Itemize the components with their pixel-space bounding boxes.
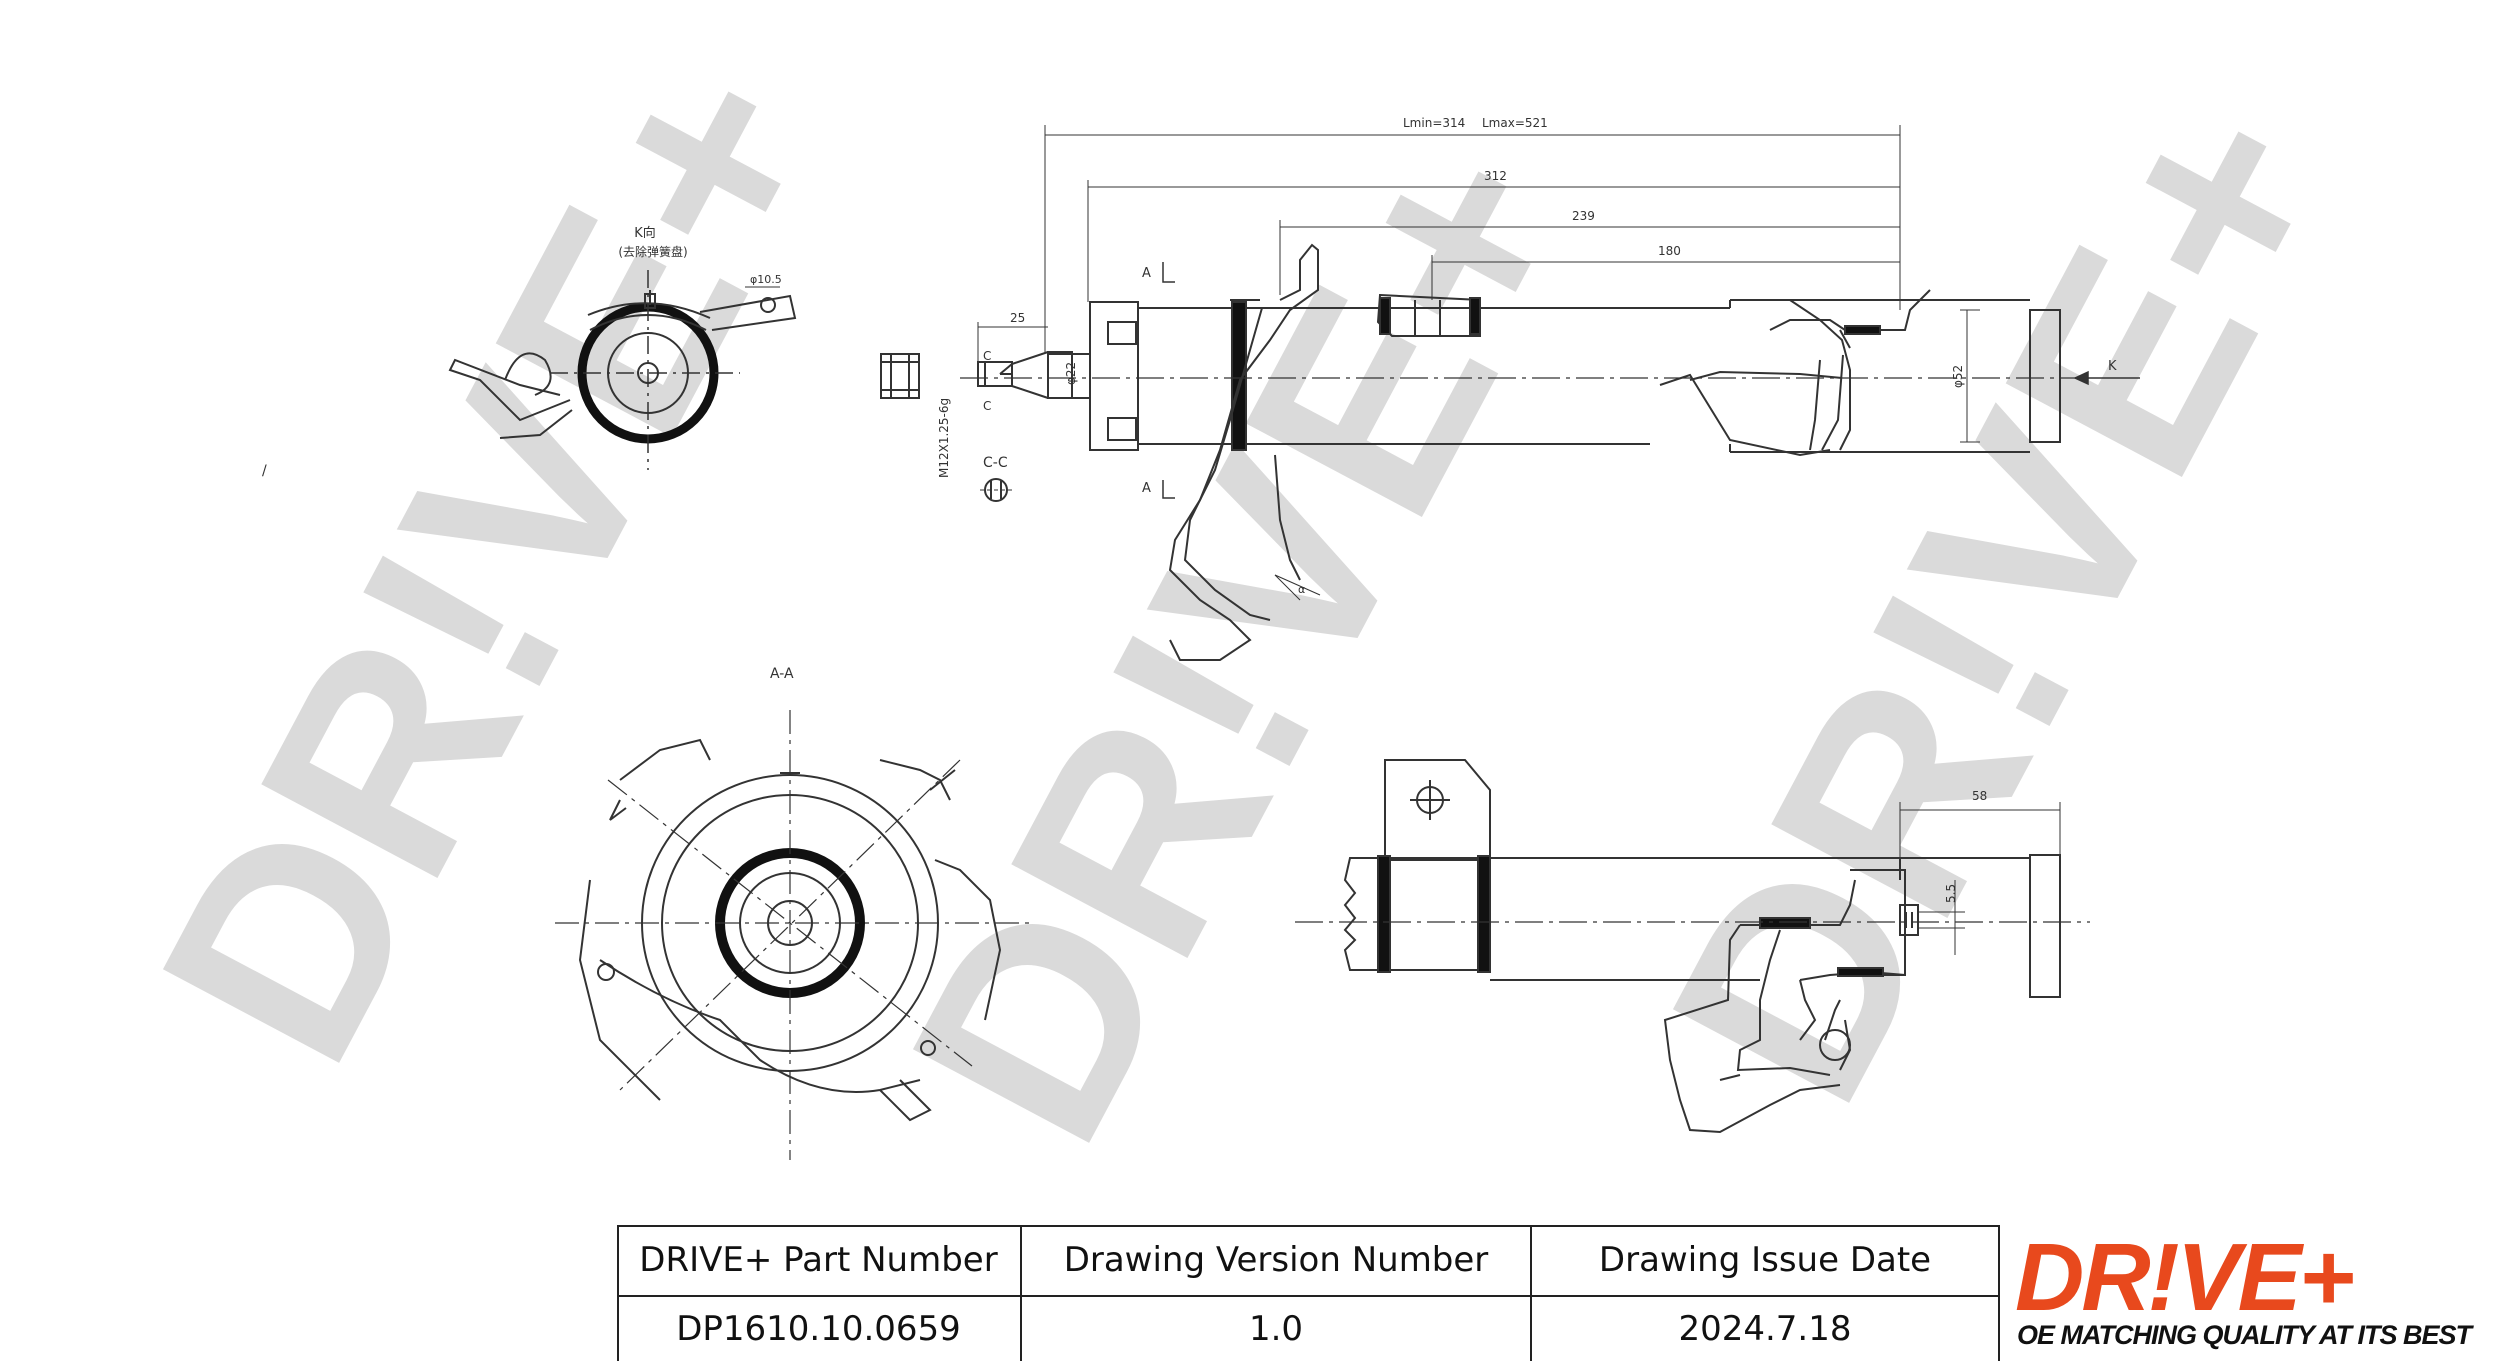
c-top: C: [983, 349, 991, 363]
dim-lmax: Lmax=521: [1482, 116, 1548, 130]
cc-section: [980, 478, 1012, 502]
dim-58: 58: [1972, 789, 1987, 803]
dim-239: 239: [1572, 209, 1595, 223]
tb-value-version: 1.0: [1022, 1297, 1532, 1361]
tb-header-version: Drawing Version Number: [1022, 1225, 1532, 1297]
k-view-note: (去除弹簧盘): [618, 244, 687, 259]
a-top: A: [1142, 266, 1151, 281]
tb-value-part-number: DP1610.10.0659: [617, 1297, 1022, 1361]
dim-25: 25: [1010, 311, 1025, 325]
logo-tagline: OE MATCHING QUALITY AT ITS BEST: [2017, 1320, 2472, 1350]
dim-thread: M12X1.25-6g: [937, 398, 951, 478]
aa-centerlines: [555, 710, 1030, 1160]
tb-header-issue-date: Drawing Issue Date: [1532, 1225, 2000, 1297]
a-bottom: A: [1142, 481, 1151, 496]
cc-title: C-C: [983, 455, 1008, 471]
dim-dia-10-5: φ10.5: [750, 273, 782, 286]
slash-mark: /: [262, 463, 267, 479]
k-arrow: [2073, 370, 2140, 386]
watermark-center: DR!VE+: [849, 91, 1638, 1189]
logo-wordmark: DR!VE+: [2015, 1224, 2355, 1331]
tb-header-part-number: DRIVE+ Part Number: [617, 1225, 1022, 1297]
dim-180: 180: [1658, 244, 1681, 258]
drive-plus-logo: DR!VE+ OE MATCHING QUALITY AT ITS BEST: [1995, 1228, 2500, 1361]
piston-rod-end: [977, 351, 1073, 399]
front-dimensions: [1899, 802, 2061, 955]
top-dimensions: [1044, 125, 1980, 443]
dim-312: 312: [1484, 169, 1507, 183]
k-arrow-label: K: [2108, 359, 2117, 374]
dim-dia-52: φ52: [1951, 365, 1965, 388]
angle-marker: [1274, 574, 1321, 601]
k-view-label: K向: [634, 225, 656, 241]
watermark-right: DR!VE+: [1609, 51, 2398, 1149]
tb-value-issue-date: 2024.7.18: [1532, 1297, 2000, 1361]
dim-5-5: 5.5: [1944, 884, 1958, 903]
k-view: [448, 270, 797, 470]
section-a-markers: [1162, 262, 1175, 499]
watermark-left: DR!VE+: [99, 11, 888, 1109]
dim-angle: α: [1298, 583, 1305, 596]
aa-title: A-A: [770, 666, 794, 682]
main-strut: [1047, 243, 2061, 661]
c-bottom: C: [983, 399, 991, 413]
watermark-group: DR!VE+ DR!VE+ DR!VE+: [99, 11, 2398, 1189]
dim-25-lines: [977, 322, 1048, 362]
dim-lmin: Lmin=314: [1403, 116, 1465, 130]
dim-dia-22: φ22: [1064, 362, 1078, 385]
nut: [880, 353, 920, 399]
